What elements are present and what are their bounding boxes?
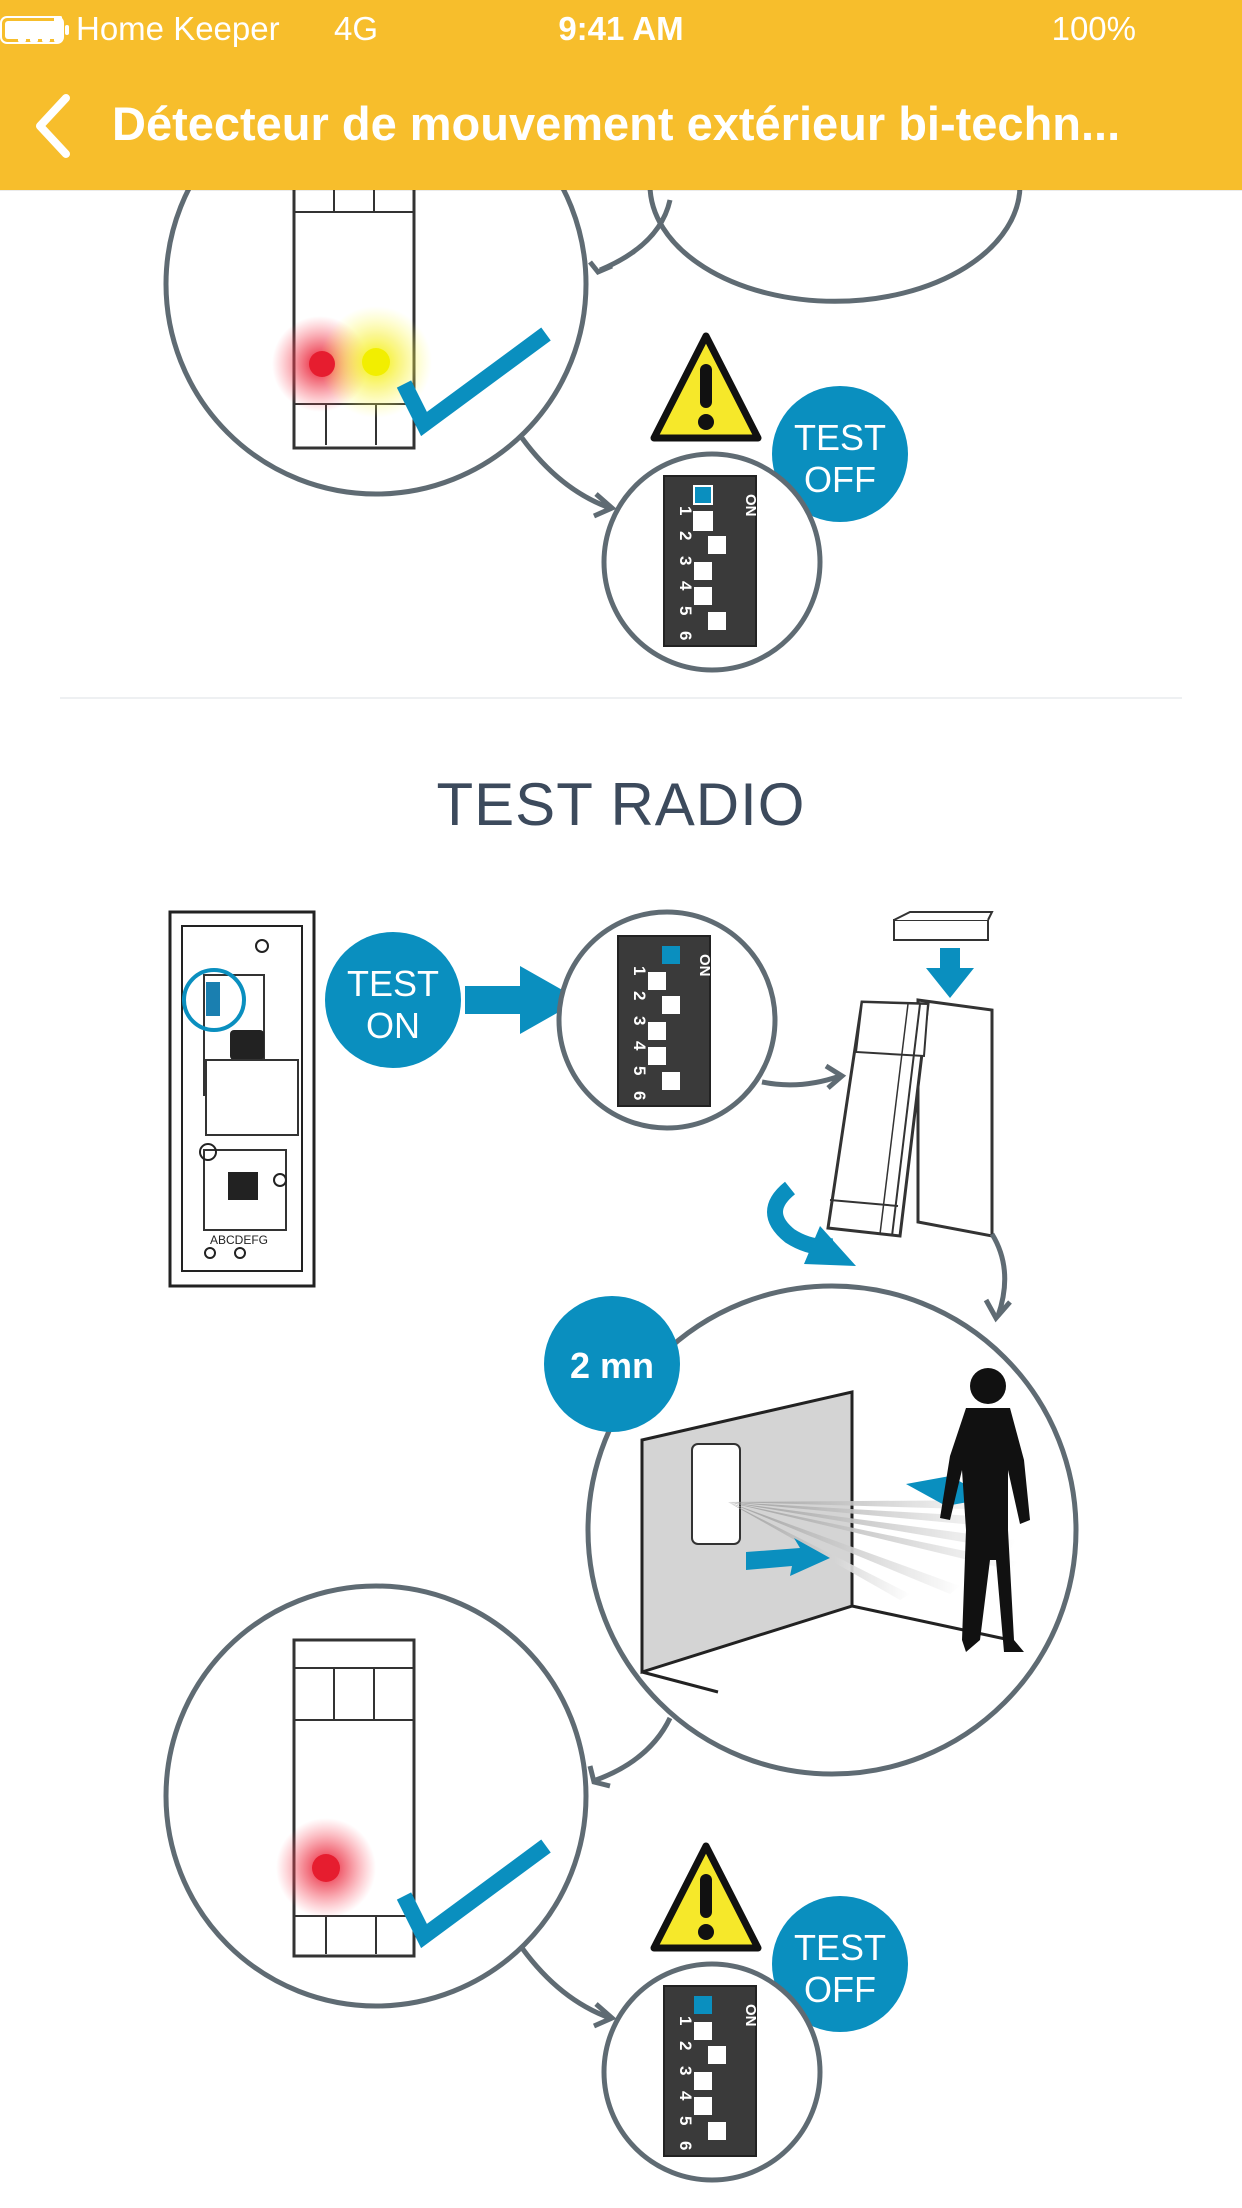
dip-switch-on: ON 1 2 3 4 5 6 bbox=[617, 935, 713, 1107]
blue-arrow-down bbox=[926, 948, 974, 998]
battery-percent: 100% bbox=[1051, 10, 1136, 47]
svg-text:1: 1 bbox=[630, 966, 649, 975]
svg-text:4: 4 bbox=[676, 581, 695, 591]
status-bar: Home Keeper 4G 9:41 AM 100% bbox=[0, 0, 1242, 62]
svg-text:6: 6 bbox=[630, 1091, 649, 1100]
dip-switch-bottom: ON 1 2 3 4 5 6 bbox=[663, 1985, 759, 2157]
test-off-badge-top bbox=[772, 386, 908, 522]
test-off-top-line1: TEST bbox=[794, 417, 886, 458]
test-off-top-line2: OFF bbox=[804, 459, 876, 500]
svg-text:5: 5 bbox=[676, 2116, 695, 2125]
svg-text:ON: ON bbox=[742, 494, 759, 517]
test-on-line1: TEST bbox=[347, 963, 439, 1004]
network-type: 4G bbox=[334, 10, 379, 47]
check-icon-top bbox=[396, 327, 551, 437]
back-button[interactable] bbox=[28, 90, 88, 160]
svg-text:1: 1 bbox=[676, 2016, 695, 2025]
dip-location-highlight bbox=[182, 968, 246, 1032]
detector-closing bbox=[826, 998, 994, 1238]
svg-text:2: 2 bbox=[676, 531, 695, 540]
svg-text:2: 2 bbox=[630, 991, 649, 1000]
test-off-badge-bottom bbox=[772, 1896, 908, 2032]
svg-text:5: 5 bbox=[676, 606, 695, 615]
blue-arrow-right bbox=[465, 966, 580, 1034]
blue-arrow-right-small bbox=[746, 1538, 830, 1576]
connector-arrow bbox=[599, 199, 673, 273]
person-silhouette bbox=[940, 1368, 1030, 1652]
chevron-left-icon bbox=[36, 94, 70, 158]
section-title: TEST RADIO bbox=[436, 771, 806, 838]
svg-text:ON: ON bbox=[696, 954, 713, 977]
warning-icon-bottom bbox=[650, 1842, 762, 1952]
detector-open-unit: ABCDEFG bbox=[168, 910, 316, 1288]
test-on-line2: ON bbox=[366, 1005, 420, 1046]
page-title: Détecteur de mouvement extérieur bi-tech… bbox=[112, 97, 1121, 150]
battery-icon bbox=[0, 16, 69, 44]
svg-text:6: 6 bbox=[676, 2141, 695, 2150]
status-time: 9:41 AM bbox=[558, 10, 684, 47]
test-on-badge bbox=[325, 932, 461, 1068]
svg-text:4: 4 bbox=[630, 1041, 649, 1051]
svg-text:5: 5 bbox=[630, 1066, 649, 1075]
warning-icon-top bbox=[650, 332, 762, 442]
svg-text:4: 4 bbox=[676, 2091, 695, 2101]
svg-text:1: 1 bbox=[676, 506, 695, 515]
svg-text:3: 3 bbox=[676, 2066, 695, 2075]
svg-text:6: 6 bbox=[676, 631, 695, 640]
duration-badge bbox=[544, 1296, 680, 1432]
svg-text:2: 2 bbox=[676, 2041, 695, 2050]
test-off-bottom-line2: OFF bbox=[804, 1969, 876, 2010]
partial-circle bbox=[647, 184, 1023, 304]
wall-detector bbox=[691, 1443, 741, 1545]
svg-text:3: 3 bbox=[630, 1016, 649, 1025]
detector-lid bbox=[893, 911, 994, 941]
test-off-bottom-line1: TEST bbox=[794, 1927, 886, 1968]
section-divider bbox=[60, 697, 1182, 699]
carrier-name: Home Keeper bbox=[76, 10, 280, 47]
svg-text:ON: ON bbox=[742, 2004, 759, 2027]
svg-text:3: 3 bbox=[676, 556, 695, 565]
duration-text: 2 mn bbox=[570, 1345, 654, 1386]
terminal-labels: ABCDEFG bbox=[210, 1233, 268, 1247]
dip-switch-top: ON 1 2 3 4 5 6 bbox=[663, 475, 759, 647]
check-icon-bottom bbox=[396, 1839, 551, 1949]
detection-beams bbox=[728, 1500, 1018, 1600]
navigation-header: Home Keeper 4G 9:41 AM 100% Détecteur de… bbox=[0, 0, 1242, 190]
